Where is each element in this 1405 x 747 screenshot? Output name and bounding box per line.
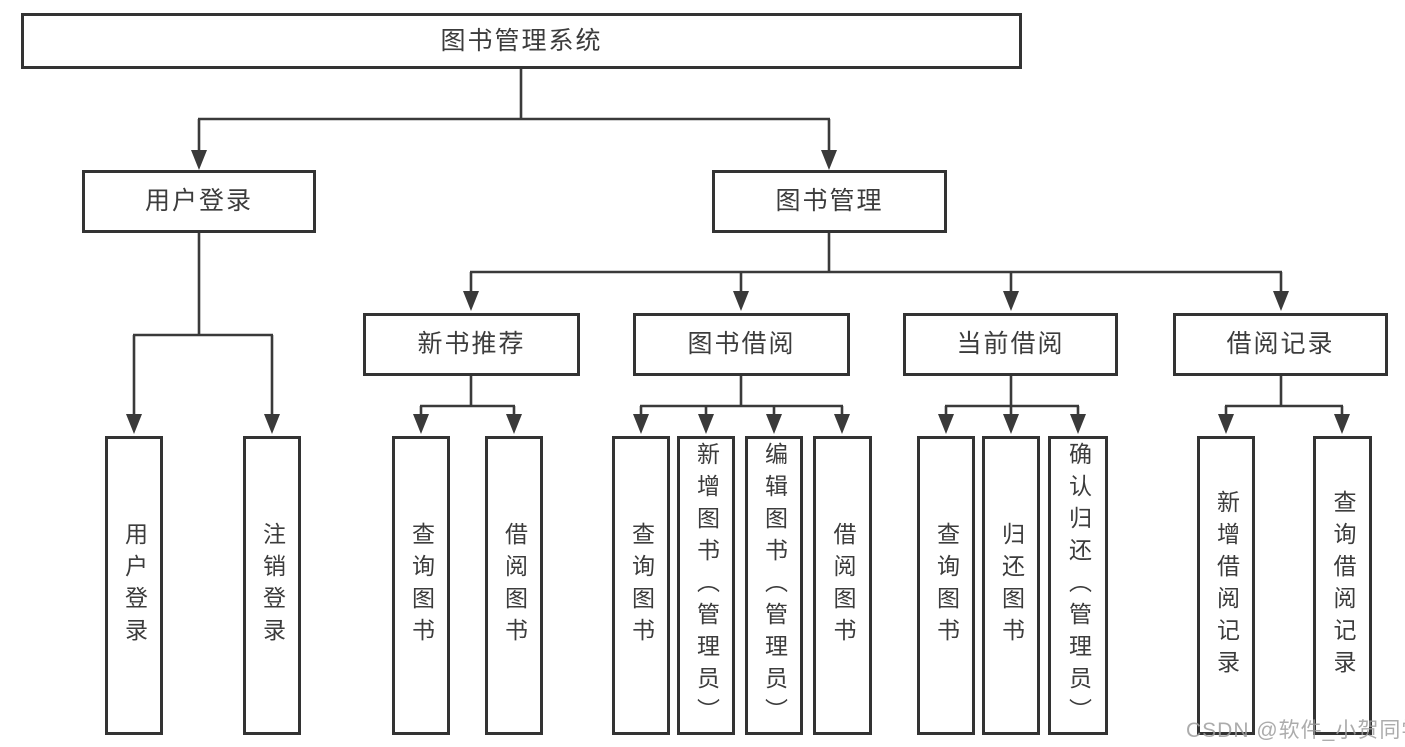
leaf-query-borrow-record-label: 查询借阅记录 — [1330, 489, 1356, 682]
leaf-return-book: 归还图书 — [982, 436, 1040, 735]
node-book-management: 图书管理 — [712, 170, 947, 233]
node-borrow-records: 借阅记录 — [1173, 313, 1388, 376]
node-book-management-label: 图书管理 — [775, 187, 884, 215]
node-current-borrow-label: 当前借阅 — [956, 330, 1065, 358]
leaf-add-borrow-record: 新增借阅记录 — [1197, 436, 1255, 735]
leaf-query-borrow-record: 查询借阅记录 — [1313, 436, 1372, 735]
leaf-add-book-admin: 新增图书（管理员） — [677, 436, 735, 735]
node-root-system: 图书管理系统 — [21, 13, 1022, 69]
node-user-login: 用户登录 — [82, 170, 316, 233]
node-new-book-recommend: 新书推荐 — [363, 313, 580, 376]
leaf-borrow-book-1: 借阅图书 — [485, 436, 543, 735]
leaf-query-book-1: 查询图书 — [392, 436, 450, 735]
leaf-borrow-book-2: 借阅图书 — [813, 436, 872, 735]
leaf-borrow-book-1-label: 借阅图书 — [501, 521, 528, 650]
leaf-edit-book-admin-label: 编辑图书（管理员） — [761, 441, 788, 730]
csdn-watermark: CSDN @软件_小贺同学 — [1186, 719, 1405, 742]
node-book-borrow: 图书借阅 — [633, 313, 850, 376]
leaf-confirm-return-admin: 确认归还（管理员） — [1048, 436, 1108, 735]
leaf-edit-book-admin: 编辑图书（管理员） — [745, 436, 803, 735]
leaf-add-book-admin-label: 新增图书（管理员） — [693, 441, 720, 730]
leaf-logout: 注销登录 — [243, 436, 301, 735]
node-borrow-records-label: 借阅记录 — [1226, 330, 1335, 358]
leaf-query-book-2: 查询图书 — [612, 436, 670, 735]
node-new-book-recommend-label: 新书推荐 — [417, 330, 526, 358]
node-user-login-label: 用户登录 — [144, 187, 253, 215]
leaf-query-book-1-label: 查询图书 — [408, 521, 435, 650]
leaf-user-login-label: 用户登录 — [121, 521, 148, 650]
node-root-label: 图书管理系统 — [440, 26, 603, 55]
leaf-return-book-label: 归还图书 — [998, 521, 1025, 650]
leaf-logout-label: 注销登录 — [259, 521, 286, 650]
leaf-query-book-2-label: 查询图书 — [628, 521, 655, 650]
leaf-user-login: 用户登录 — [105, 436, 163, 735]
leaf-add-borrow-record-label: 新增借阅记录 — [1213, 489, 1240, 682]
node-current-borrow: 当前借阅 — [903, 313, 1118, 376]
node-book-borrow-label: 图书借阅 — [687, 330, 796, 358]
leaf-confirm-return-admin-label: 确认归还（管理员） — [1065, 441, 1092, 730]
leaf-borrow-book-2-label: 借阅图书 — [830, 521, 856, 650]
leaf-query-book-3-label: 查询图书 — [933, 521, 960, 650]
leaf-query-book-3: 查询图书 — [917, 436, 975, 735]
